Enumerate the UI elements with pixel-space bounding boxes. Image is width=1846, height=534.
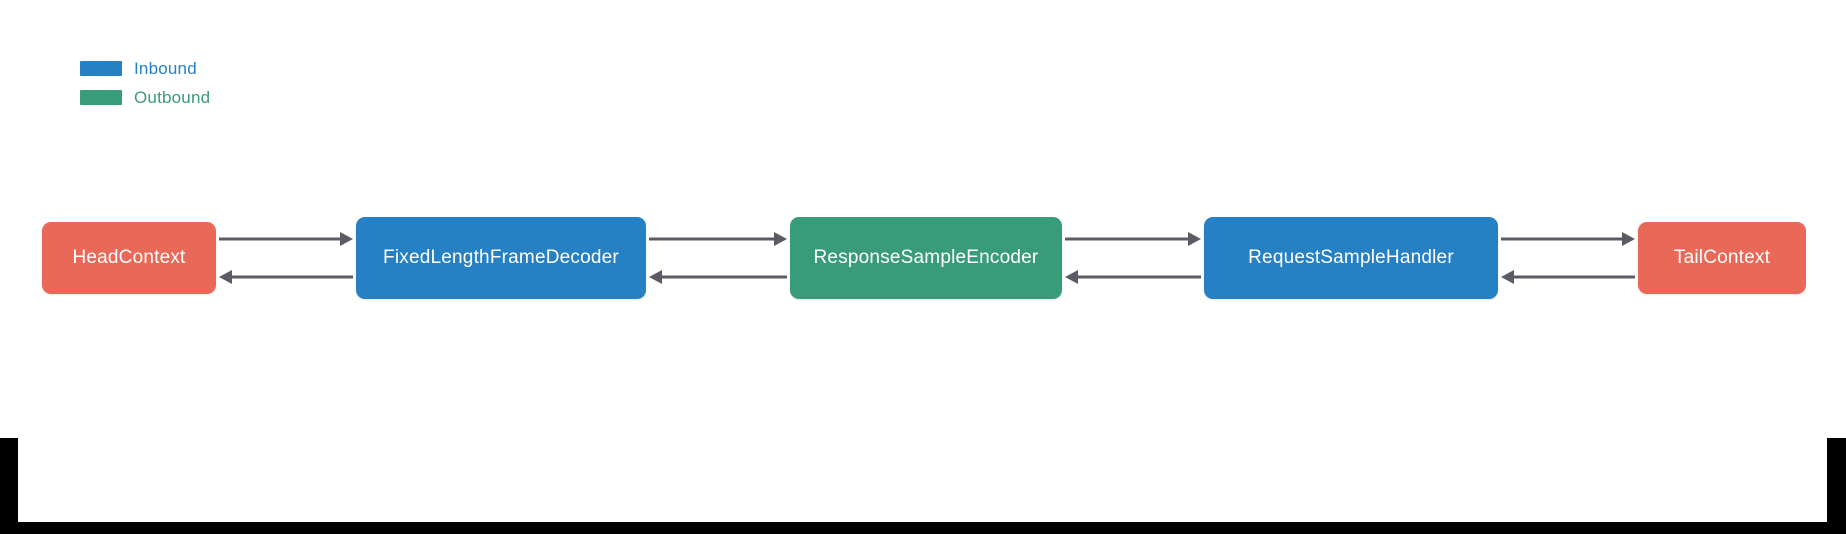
edge-arrowhead bbox=[774, 232, 787, 246]
node-tail-context[interactable]: TailContext bbox=[1638, 222, 1806, 294]
legend: Inbound Outbound bbox=[80, 58, 210, 107]
legend-swatch-inbound bbox=[80, 60, 122, 76]
edge-arrowhead bbox=[1622, 232, 1635, 246]
edge-arrowhead bbox=[1065, 270, 1078, 284]
node-label: HeadContext bbox=[72, 247, 186, 268]
node-fixed-length-frame-decoder[interactable]: FixedLengthFrameDecoder bbox=[356, 217, 646, 299]
node-request-sample-handler[interactable]: RequestSampleHandler bbox=[1204, 217, 1498, 299]
node-response-sample-encoder[interactable]: ResponseSampleEncoder bbox=[790, 217, 1062, 299]
edge-arrowhead bbox=[1501, 270, 1514, 284]
watermark-text: @拉勾教育 bbox=[1616, 462, 1772, 495]
node-label: FixedLengthFrameDecoder bbox=[383, 247, 619, 268]
bottom-black-bar bbox=[0, 522, 1846, 534]
legend-swatch-outbound bbox=[80, 89, 122, 105]
edge-arrowhead bbox=[649, 270, 662, 284]
node-label: ResponseSampleEncoder bbox=[813, 247, 1039, 268]
node-head-context[interactable]: HeadContext bbox=[42, 222, 216, 294]
node-label: TailContext bbox=[1673, 247, 1771, 268]
legend-label-inbound: Inbound bbox=[134, 58, 197, 78]
legend-label-outbound: Outbound bbox=[134, 87, 211, 107]
watermark: @拉勾教育 bbox=[1565, 438, 1823, 512]
node-label: RequestSampleHandler bbox=[1248, 247, 1454, 268]
edge-arrowhead bbox=[219, 270, 232, 284]
edge-arrowhead bbox=[1188, 232, 1201, 246]
left-black-bar bbox=[0, 438, 18, 534]
legend-item-outbound: Outbound bbox=[80, 87, 210, 107]
right-black-bar bbox=[1827, 438, 1846, 534]
edge-arrowhead bbox=[340, 232, 353, 246]
legend-item-inbound: Inbound bbox=[80, 58, 210, 78]
